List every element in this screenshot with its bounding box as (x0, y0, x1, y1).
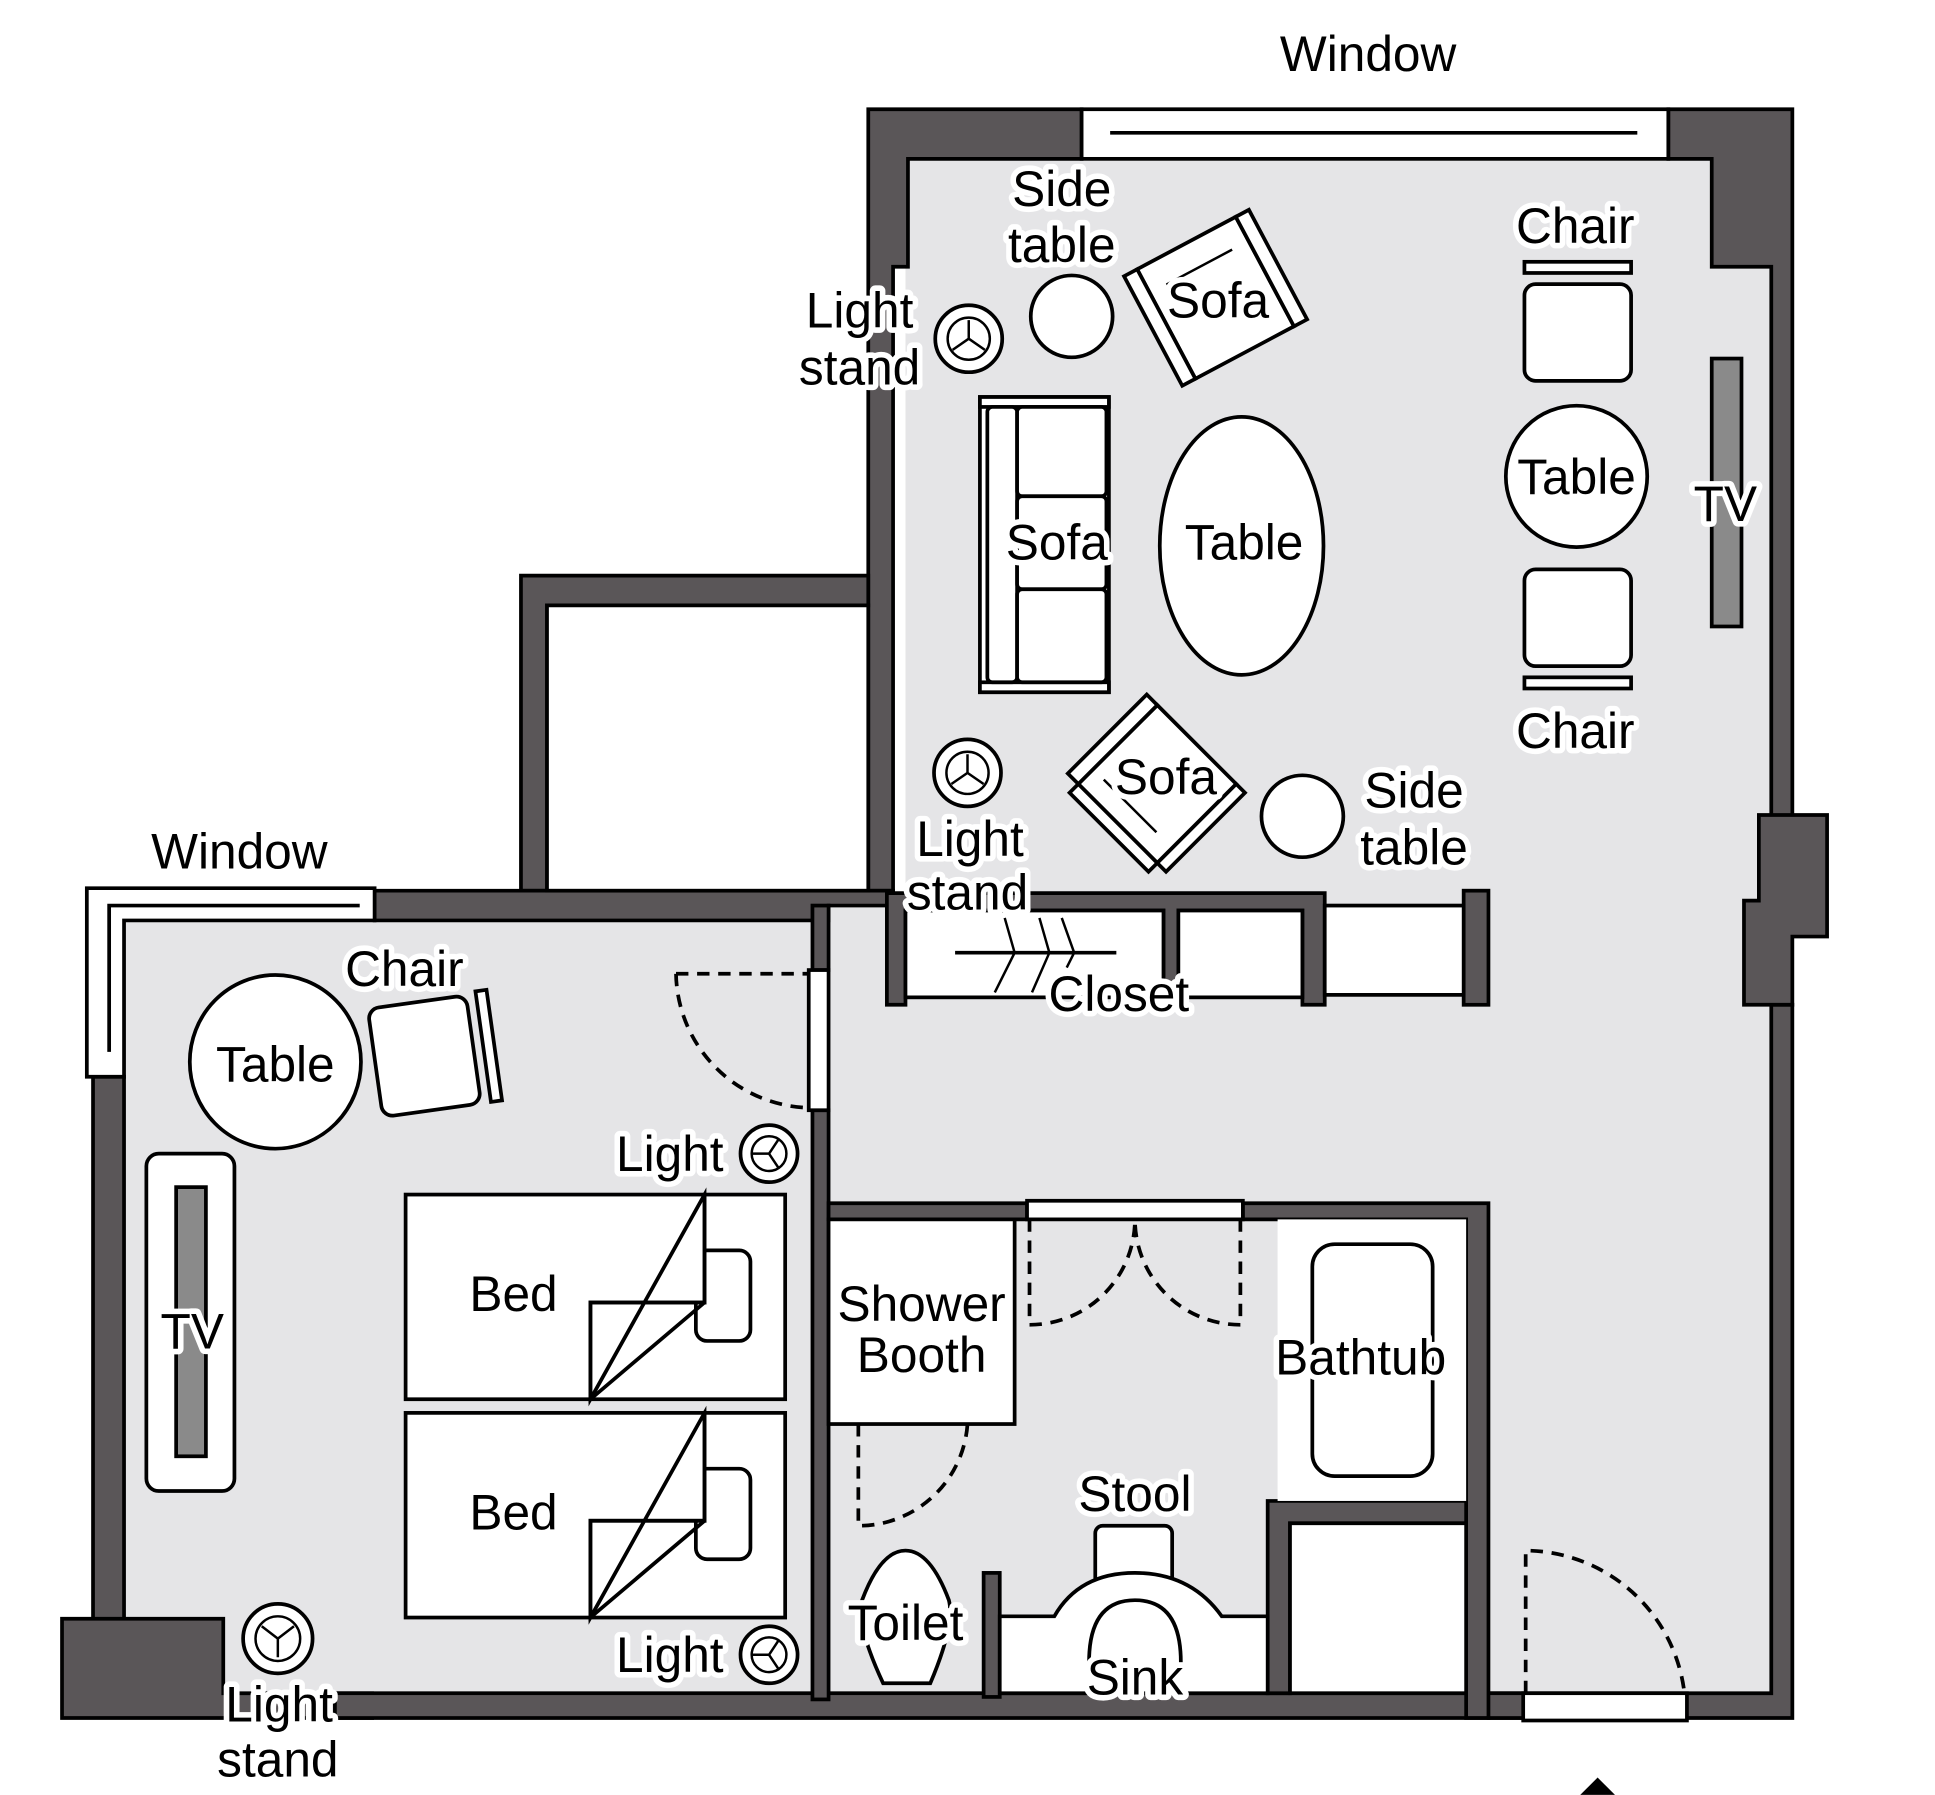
toilet-label: Toilet (848, 1595, 964, 1651)
closet-rod (955, 917, 1117, 993)
sofa-bottom (1065, 691, 1248, 875)
bedroom-door[interactable] (674, 968, 831, 1113)
bathtub (1310, 1242, 1435, 1478)
light-fixture-icon (933, 303, 1005, 375)
dining-table (1503, 403, 1650, 549)
bedroom-chair-label: Chair (345, 941, 464, 997)
shower-door[interactable] (856, 1423, 970, 1528)
bed-2 (403, 1405, 788, 1625)
side-table-bottom-label-l2: table (1360, 820, 1468, 876)
light-fixture-icon (932, 737, 1003, 809)
window-top-label: Window (1280, 26, 1457, 82)
bedroom-table-label: Table (216, 1037, 335, 1093)
bedroom-chair (367, 987, 505, 1118)
light-stand-bedroom-label-l1: Light (225, 1677, 333, 1733)
tv-living-label: TV (1694, 476, 1757, 532)
light-fixture-icon (241, 1602, 315, 1676)
walls (60, 107, 1829, 1720)
sofa-left-label: Sofa (1006, 514, 1108, 570)
toilet (859, 1548, 952, 1686)
stool-label: Stool (1078, 1466, 1191, 1522)
sofa-left (978, 395, 1111, 695)
side-table-bottom (1259, 773, 1346, 860)
shower-label-l1: Shower (837, 1276, 1005, 1332)
light-fixture-icon (738, 1624, 800, 1686)
coffee-table-label: Table (1185, 514, 1304, 570)
chair-bottom-label: Chair (1516, 703, 1635, 759)
window-top (1079, 107, 1671, 161)
light-stand-bedroom-label-l2: stand (217, 1731, 338, 1787)
dining-chair-bottom (1522, 567, 1633, 691)
light-stand-bottom-label-l1: Light (916, 811, 1024, 867)
bed-2-label: Bed (469, 1484, 557, 1540)
chair-top-label: Chair (1516, 198, 1635, 254)
light-fixture-icon (738, 1123, 800, 1185)
light-top-label: Light (616, 1126, 724, 1182)
bed-1-label: Bed (469, 1266, 557, 1322)
bathtub-label: Bathtub (1275, 1329, 1446, 1385)
closet-label: Closet (1049, 966, 1190, 1022)
entrance-arrow-icon (1580, 1777, 1615, 1795)
sofa-bottom-label: Sofa (1115, 749, 1217, 805)
light-stand-top-label-l2: stand (799, 340, 920, 396)
bathroom-door[interactable] (1025, 1198, 1245, 1327)
window-left (84, 886, 377, 1079)
sink-label: Sink (1087, 1649, 1184, 1705)
side-table-bottom-label-l1: Side (1364, 763, 1463, 819)
sofa-top-label: Sofa (1167, 273, 1269, 329)
light-stand-bottom-label-l2: stand (907, 864, 1028, 920)
side-table-top (1028, 273, 1115, 360)
sofa-top (1121, 207, 1310, 389)
light-bottom-label: Light (616, 1627, 724, 1683)
light-stand-top-label-l1: Light (806, 283, 914, 339)
bed-1 (403, 1187, 788, 1407)
bedroom-table (187, 973, 363, 1151)
sink-counter (997, 1571, 1270, 1696)
shower-label-l2: Booth (857, 1327, 987, 1383)
coffee-table (1157, 414, 1326, 677)
side-table-top-label-l2: table (1008, 217, 1116, 273)
dining-chair-top (1522, 259, 1633, 383)
window-left-label: Window (151, 823, 328, 879)
tv-bedroom-label: TV (161, 1303, 224, 1359)
dining-table-label: Table (1517, 449, 1636, 505)
tv-bedroom (144, 1151, 237, 1493)
side-table-top-label-l1: Side (1012, 161, 1111, 217)
entrance-door[interactable] (1521, 1548, 1689, 1723)
tv-living (1709, 356, 1744, 629)
